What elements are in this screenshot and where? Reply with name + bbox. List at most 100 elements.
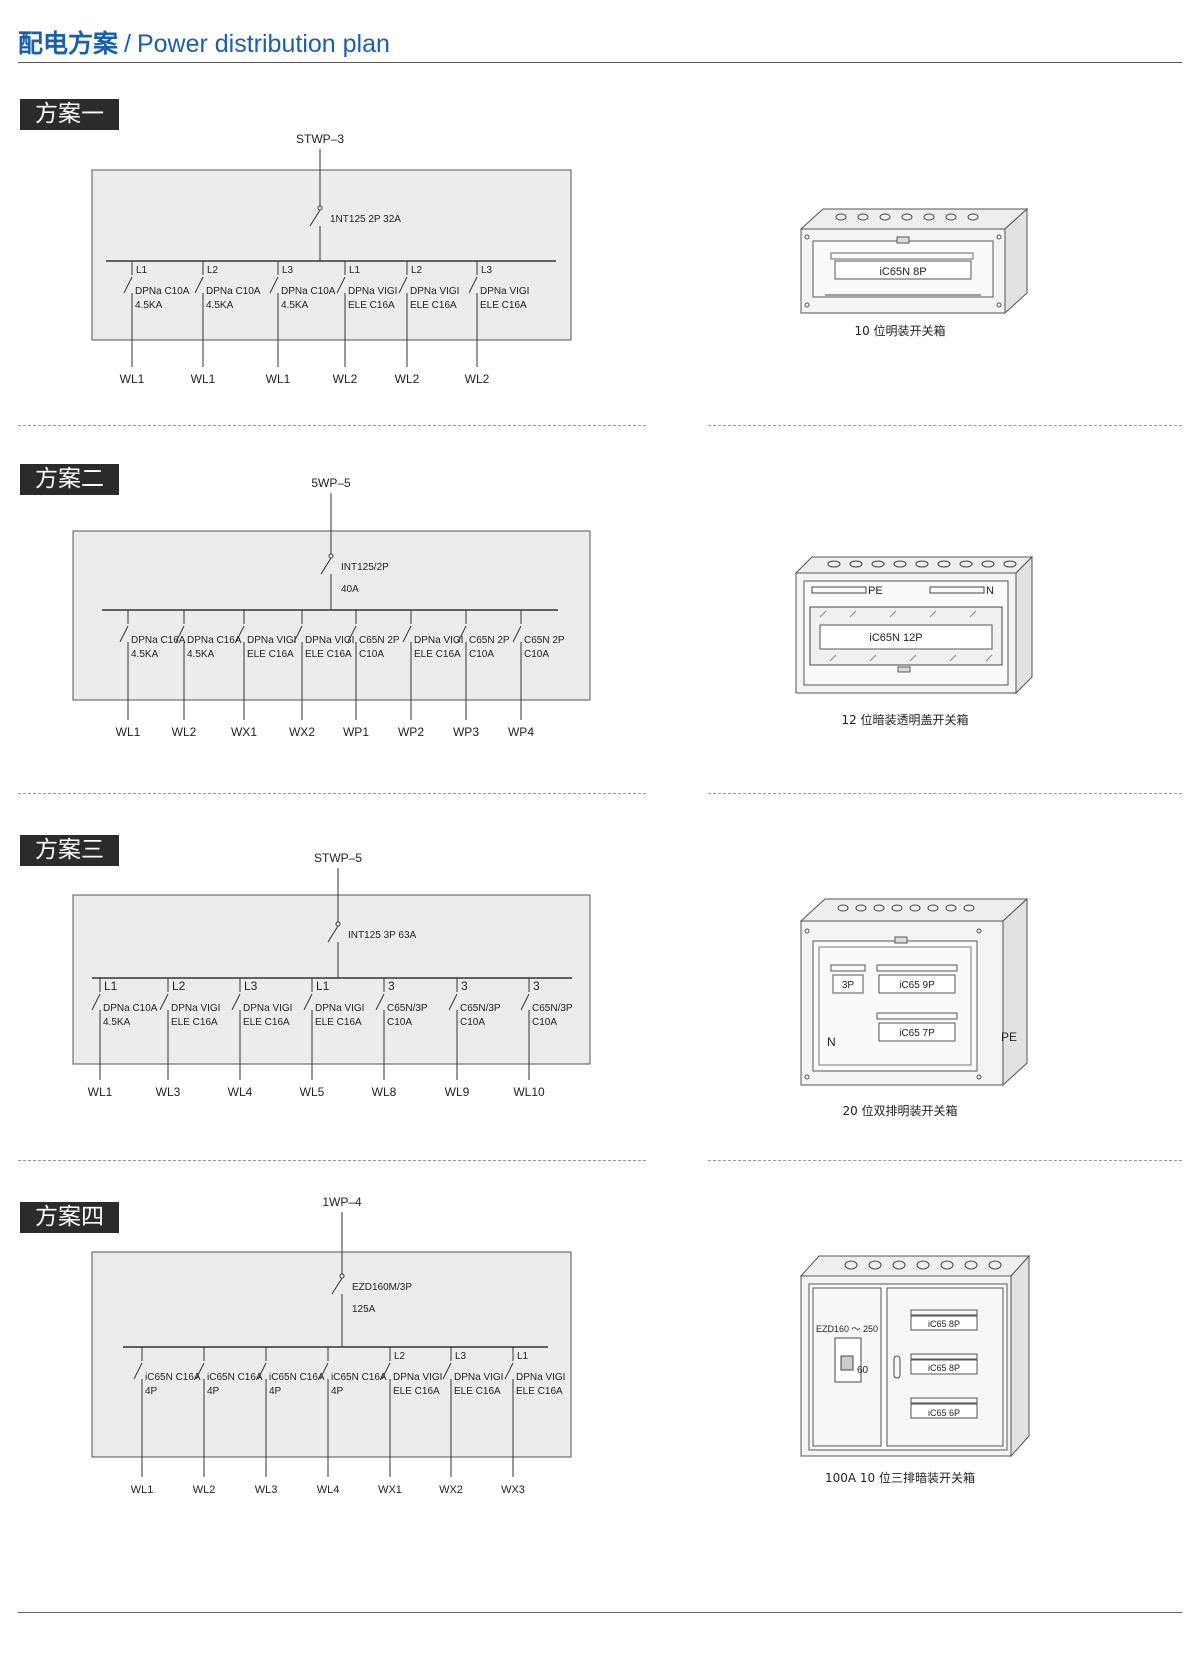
box-4-label-3: iC65 6P [928,1408,960,1418]
branch-output-label: WL2 [395,372,420,386]
branch-device-label: DPNa C16A [131,635,186,646]
branch-device-label: DPNa VIGI [410,286,459,297]
page-title: 配电方案/Power distribution plan [18,24,390,60]
branch-switch [381,1362,391,1380]
branch-switch [175,625,185,643]
branch-device-label: ELE C16A [516,1386,563,1397]
branch-switch [442,1362,452,1380]
page-title-en: Power distribution plan [136,30,390,58]
main-breaker-switch [327,925,339,943]
branch-device-label: C10A [359,649,384,660]
branch-phase-label: 3 [461,979,468,993]
branch-device-label: ELE C16A [393,1386,440,1397]
box-2-caption: 12 位暗装透明盖开关箱 [841,713,969,727]
branch-device-label: DPNa C10A [281,286,336,297]
branch-switch [512,625,522,643]
branch-switch [504,1362,514,1380]
branch-device-label: iC65N C16A [331,1372,387,1383]
branch-output-label: WL1 [88,1085,113,1099]
box-4-caption: 100A 10 位三排暗装开关箱 [824,1471,975,1485]
branch-phase-label: 3 [388,979,395,993]
branch-device-label: 4.5KA [187,649,215,660]
branch-phase-label: L2 [207,265,219,276]
box-4-label-1: iC65 8P [928,1319,960,1329]
branch-output-label: WL8 [372,1085,397,1099]
main-breaker-label: INT125 3P 63A [348,930,417,941]
box-2-label-pe: PE [868,585,883,597]
branch-output-label: WP2 [398,725,424,739]
branch-output-label: WL1 [266,372,291,386]
branch-output-label: WL5 [300,1085,325,1099]
box-1-caption: 10 位明装开关箱 [854,324,946,338]
branch-phase-label: L1 [104,979,118,993]
branch-device-label: ELE C16A [348,300,395,311]
branch-output-label: WL1 [131,1484,154,1496]
box-1-label-0: iC65N 8P [879,266,926,278]
branch-output-label: WP4 [508,725,534,739]
branch-switch [235,625,245,643]
branch-switch [257,1362,267,1380]
branch-device-label: 4.5KA [281,300,309,311]
branch-output-label: WL1 [120,372,145,386]
branch-output-label: WL3 [255,1484,278,1496]
box-2-illustration: PE N iC65N 12P [794,555,1034,695]
branch-device-label: C10A [524,649,549,660]
branch-phase-label: L2 [411,265,423,276]
branch-output-label: WP1 [343,725,369,739]
branch-device-label: DPNa C10A [206,286,261,297]
branch-device-label: C65N/3P [532,1003,573,1014]
source-label: STWP–5 [314,851,362,865]
box-4-illustration: EZD160 ～ 250 60 iC65 8P iC65 8P iC65 6P [799,1254,1031,1458]
branch-switch [231,993,241,1011]
branch-device-label: DPNa VIGI [348,286,397,297]
branch-device-label: C65N/3P [460,1003,501,1014]
branch-device-label: DPNa VIGI [315,1003,364,1014]
branch-output-label: WL4 [317,1484,340,1496]
branch-output-label: WL2 [333,372,358,386]
box-4-label-0: EZD160 ～ 250 [816,1324,878,1334]
branch-device-label: ELE C16A [414,649,461,660]
branch-switch [520,993,530,1011]
box-1-illustration: iC65N 8P [799,207,1029,315]
branch-switch [293,625,303,643]
branch-device-label: C10A [387,1017,412,1028]
branch-device-label: 4.5KA [206,300,234,311]
branch-device-label: 4P [269,1386,282,1397]
branch-output-label: WL10 [513,1085,545,1099]
branch-output-label: WX2 [439,1484,463,1496]
branch-device-label: iC65N C16A [145,1372,201,1383]
bottom-rule [18,1612,1182,1613]
branch-phase-label: L3 [455,1351,467,1362]
branch-output-label: WL4 [228,1085,253,1099]
branch-output-label: WX3 [501,1484,525,1496]
scheme-3-label: 方案三 [20,835,119,866]
branch-device-label: 4.5KA [135,300,163,311]
panel-box [72,894,591,1065]
main-breaker-contact [317,205,323,211]
branch-device-label: DPNa VIGI [393,1372,442,1383]
page-header: 配电方案/Power distribution plan [18,20,1182,63]
branch-switch [448,993,458,1011]
branch-output-label: WL1 [191,372,216,386]
branch-output-label: WX1 [231,725,257,739]
main-breaker-switch [320,557,332,575]
branch-device-label: iC65N C16A [269,1372,325,1383]
branch-switch [347,625,357,643]
box-4-label-2: iC65 8P [928,1363,960,1373]
panel-box [72,530,591,701]
branch-output-label: WX2 [289,725,315,739]
main-breaker-label: EZD160M/3P [352,1282,412,1293]
branch-phase-label: L3 [282,265,294,276]
scheme-1-label: 方案一 [20,99,119,130]
branch-switch [319,1362,329,1380]
branch-device-label: C10A [460,1017,485,1028]
source-label: 5WP–5 [311,476,351,490]
branch-device-label: DPNa VIGI [171,1003,220,1014]
branch-switch [303,993,313,1011]
panel-box [91,169,572,341]
branch-phase-label: L1 [136,265,148,276]
branch-device-label: C65N 2P [469,635,510,646]
separator-left-2 [18,793,646,794]
